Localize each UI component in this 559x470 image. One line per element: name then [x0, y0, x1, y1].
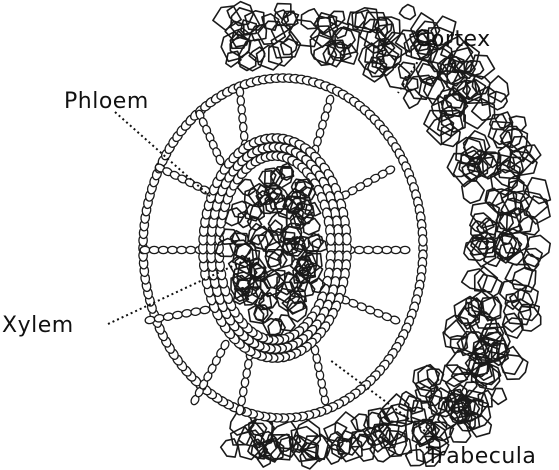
trabecula-bead — [373, 246, 383, 253]
phloem-bead — [326, 233, 335, 245]
cortex-label: Cortex — [415, 27, 491, 52]
trabecula-bead — [244, 359, 253, 370]
cortex-cell — [399, 5, 415, 20]
cortex-cell — [478, 275, 502, 299]
trabecula-bead — [363, 246, 373, 253]
trabecula-bead — [400, 246, 410, 253]
cortex-cell — [472, 98, 495, 120]
trabecula-bead — [382, 246, 392, 253]
trabecula-bead — [190, 307, 201, 316]
trabecula-bead — [241, 377, 250, 388]
phloem-label: Phloem — [64, 89, 149, 114]
trabecula-bead — [237, 395, 246, 406]
trabecula-bead — [172, 311, 183, 320]
cortex-cell — [526, 196, 550, 224]
trabecula-bead — [168, 246, 178, 253]
cortex-cell — [498, 347, 523, 375]
cortex-cell — [501, 129, 527, 153]
cortex-cell — [501, 355, 528, 380]
trabecula-bead — [181, 309, 192, 318]
ring-bead — [418, 235, 427, 247]
trabecula-label: Trabecula — [425, 444, 536, 469]
trabecula-bead — [239, 386, 248, 397]
cortex-cell — [521, 191, 548, 217]
trabecula-bead — [140, 246, 150, 253]
trabecula-bead — [200, 306, 211, 315]
cortex-cell — [406, 450, 424, 466]
trabecula-bead — [177, 246, 187, 253]
trabecula-bead — [354, 246, 364, 253]
trabecula-bead — [149, 246, 159, 253]
trabecula-bead — [158, 246, 168, 253]
cortex-cell — [462, 181, 484, 203]
trabecula-bead — [242, 368, 251, 379]
trabecula-bead — [391, 246, 401, 253]
xylem-cell — [268, 319, 285, 335]
trabecula-bead — [163, 312, 174, 321]
xylem-label: Xylem — [2, 313, 74, 338]
trabecula-bead — [186, 246, 196, 253]
cortex-cell — [491, 388, 506, 404]
cortex-cell — [221, 439, 238, 457]
